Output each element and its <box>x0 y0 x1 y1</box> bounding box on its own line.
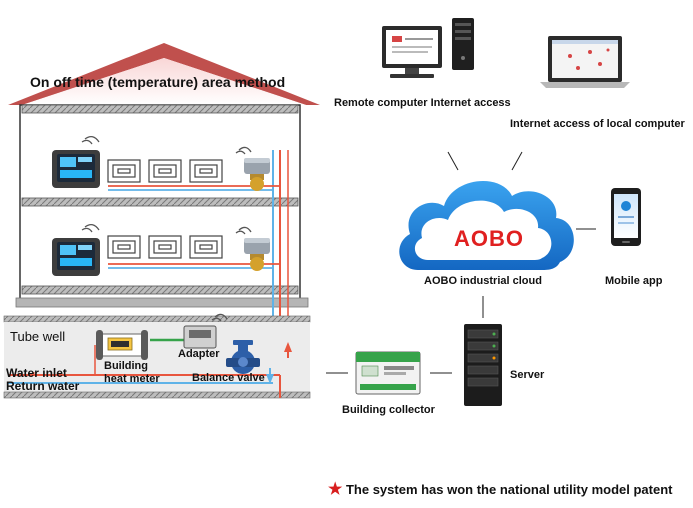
mobile-phone <box>611 188 641 246</box>
house-title: On off time (temperature) area method <box>30 74 286 90</box>
aobo-cloud <box>399 181 574 270</box>
cloud-brand: AOBO <box>454 226 524 251</box>
building-collector-label: Building collector <box>342 404 435 416</box>
patent-text: The system has won the national utility … <box>345 482 673 497</box>
floor-upper <box>52 135 280 191</box>
thermostat-upper <box>52 135 100 188</box>
valve-actuator-lower <box>235 226 270 271</box>
patent-note: ★ The system has won the national utilit… <box>328 481 672 499</box>
server-rack <box>464 324 502 406</box>
balance-valve <box>226 340 260 374</box>
down-arrow <box>266 374 274 384</box>
thermostat-lower <box>52 223 100 276</box>
house <box>8 43 320 308</box>
up-arrow <box>284 342 292 352</box>
floor-slab-upper <box>21 197 299 207</box>
adapter-label: Adapter <box>178 348 220 360</box>
floor-coils-lower <box>107 235 223 259</box>
floor-coils-upper <box>107 159 223 183</box>
building-heat-meter <box>96 330 148 360</box>
floor-lower <box>52 223 280 276</box>
remote-computer-label: Remote computer Internet access <box>334 97 511 109</box>
mobile-app-label: Mobile app <box>605 275 663 287</box>
return-water-label: Return water <box>6 379 80 393</box>
roof <box>8 43 320 105</box>
laptop-computer <box>540 36 630 88</box>
water-inlet-label: Water inlet <box>6 366 67 380</box>
balance-valve-label: Balance valve <box>192 372 265 384</box>
cloud-caption: AOBO industrial cloud <box>424 275 542 287</box>
tube-well-label: Tube well <box>10 329 66 344</box>
adapter-device <box>183 313 228 349</box>
server-label: Server <box>510 369 545 381</box>
connection-lines <box>326 151 596 374</box>
house-base <box>15 297 309 308</box>
star-icon: ★ <box>328 481 343 498</box>
desktop-computer <box>382 18 474 78</box>
building-collector <box>355 351 421 395</box>
tube-well <box>3 315 311 399</box>
valve-actuator-upper <box>235 146 270 191</box>
heat-meter-label-line1: Building <box>104 360 148 372</box>
heat-meter-label-line2: heat meter <box>104 373 160 385</box>
floor-slab-lower <box>21 285 299 295</box>
local-computer-label: Internet access of local computer <box>510 118 685 130</box>
